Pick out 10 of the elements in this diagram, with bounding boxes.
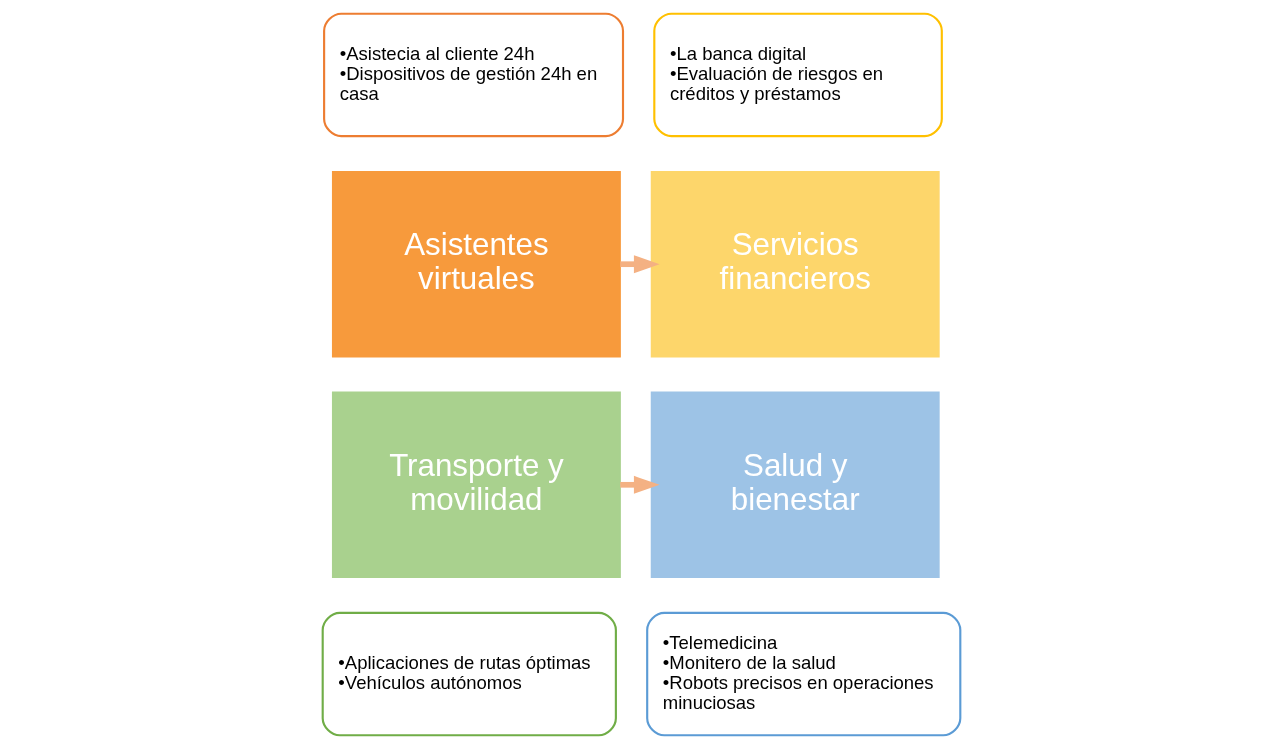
node-box: Transporte y movilidad (331, 391, 621, 578)
node-box: •Telemedicina •Monitero de la salud •Robots precisos en operaciones minuciosas (646, 611, 962, 737)
node-box: •Asistecia al cliente 24h •Dispositivos de gestión 24h en casa (323, 12, 625, 138)
node-box: Salud y bienestar (650, 391, 940, 578)
arrow (620, 475, 660, 494)
node-box: •Aplicaciones de rutas óptimas •Vehículos autónomos (321, 611, 617, 737)
arrow (620, 255, 660, 274)
node-box: Asistentes virtuales (331, 171, 621, 358)
node-box: •La banca digital •Evaluación de riesgos en créditos y préstamos (653, 12, 943, 138)
node-box: Servicios financieros (650, 171, 940, 358)
